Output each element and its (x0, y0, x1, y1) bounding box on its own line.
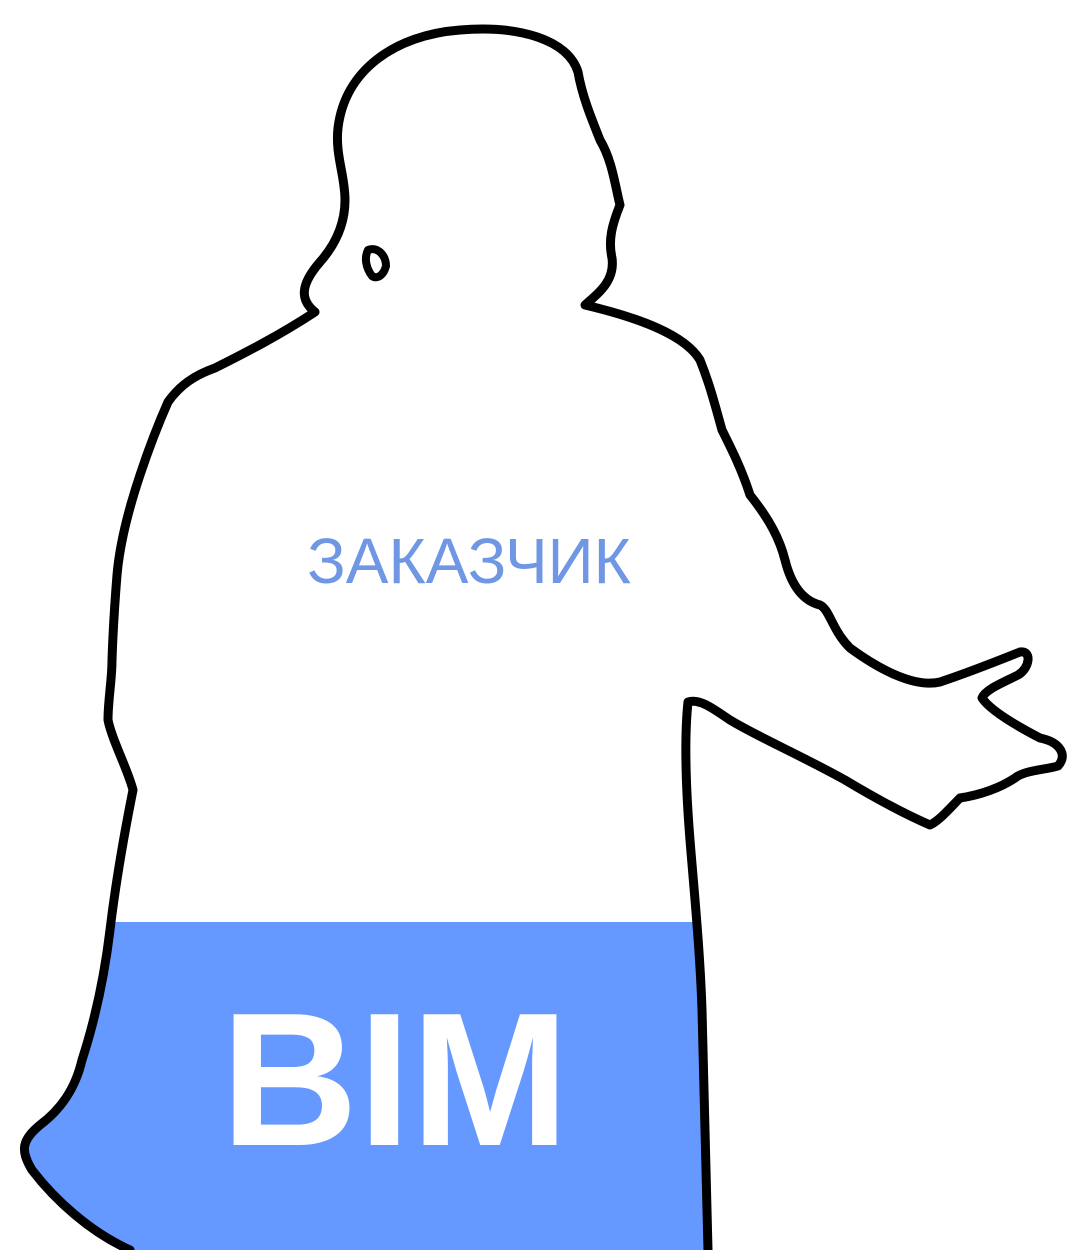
bim-label: BIM (221, 974, 569, 1186)
role-label: ЗАКАЗЧИК (307, 525, 631, 597)
